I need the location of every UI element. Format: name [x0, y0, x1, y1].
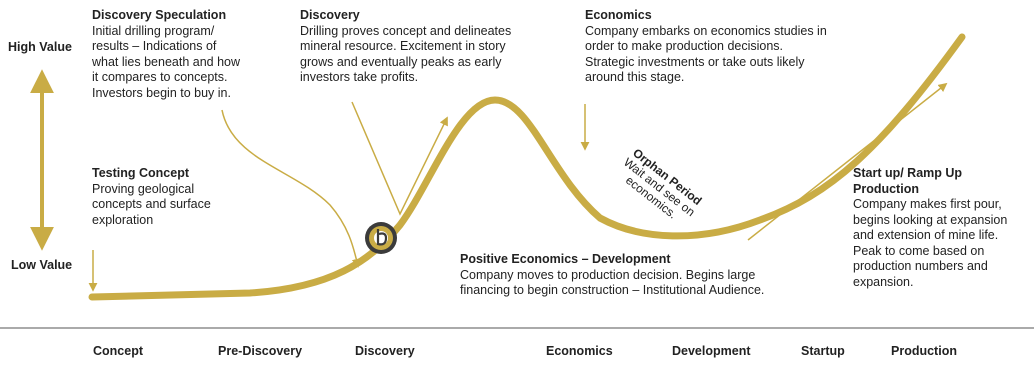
testing-concept-annotation: Testing Concept Proving geological conce… — [92, 166, 262, 228]
discovery-annotation: Discovery Drilling proves concept and de… — [300, 8, 560, 86]
stage-pre-discovery: Pre-Discovery — [218, 344, 303, 358]
low-value-label: Low Value — [11, 258, 73, 272]
high-value-label: High Value — [8, 40, 72, 54]
startup-line: Company makes first pour, — [853, 197, 1002, 211]
discovery-peak-arrow — [351, 101, 448, 216]
testing-concept-line: concepts and surface — [92, 197, 211, 211]
discovery-speculation-line: Investors begin to buy in. — [92, 85, 231, 100]
testing-concept-line: exploration — [92, 212, 154, 227]
startup-title: Start up/ Ramp Up — [853, 166, 963, 180]
economics-line: Strategic investments or take outs likel… — [585, 54, 805, 69]
stage-discovery: Discovery — [355, 344, 415, 358]
economics-title: Economics — [585, 8, 652, 22]
positive-economics-annotation: Positive Economics – Development Company… — [460, 252, 840, 299]
startup-line: and extension of mine life. — [853, 228, 999, 242]
company-logo-icon — [365, 222, 397, 254]
discovery-speculation-arrow — [221, 109, 361, 268]
stage-production: Production — [891, 344, 957, 358]
startup-title: Production — [853, 181, 919, 196]
discovery-speculation-line: Initial drilling program/ — [92, 23, 215, 38]
economics-line: Company embarks on economics studies in — [585, 23, 827, 38]
stage-economics: Economics — [546, 344, 613, 358]
discovery-speculation-title: Discovery Speculation — [92, 8, 227, 22]
testing-concept-title: Testing Concept — [92, 166, 189, 180]
discovery-speculation-line: it compares to concepts. — [92, 70, 228, 84]
production-arrow — [747, 82, 948, 241]
startup-line: production numbers and — [853, 259, 988, 273]
startup-line: begins looking at expansion — [853, 212, 1008, 227]
startup-line: expansion. — [853, 274, 914, 289]
discovery-line: mineral resource. Excitement in story — [300, 39, 506, 53]
startup-annotation: Start up/ Ramp Up Production Company mak… — [853, 166, 1031, 290]
testing-concept-line: Proving geological — [92, 181, 195, 196]
economics-annotation: Economics Company embarks on economics s… — [585, 8, 885, 86]
startup-line: Peak to come based on — [853, 243, 985, 258]
discovery-line: grows and eventually peaks as early — [300, 54, 502, 69]
discovery-speculation-line: results – Indications of — [92, 39, 217, 53]
discovery-speculation-line: what lies beneath and how — [92, 54, 241, 69]
discovery-title: Discovery — [300, 8, 360, 22]
economics-line: order to make production decisions. — [585, 39, 784, 53]
stage-concept: Concept — [93, 344, 143, 358]
discovery-speculation-annotation: Discovery Speculation Initial drilling p… — [92, 8, 272, 101]
stage-startup: Startup — [801, 344, 845, 358]
positive-economics-title: Positive Economics – Development — [460, 252, 671, 266]
stage-development: Development — [672, 344, 751, 358]
positive-economics-line: financing to begin construction – Instit… — [460, 283, 765, 297]
economics-line: around this stage. — [585, 70, 685, 84]
positive-economics-line: Company moves to production decision. Be… — [460, 267, 756, 282]
discovery-line: Drilling proves concept and delineates — [300, 23, 512, 38]
discovery-line: investors take profits. — [300, 70, 419, 84]
